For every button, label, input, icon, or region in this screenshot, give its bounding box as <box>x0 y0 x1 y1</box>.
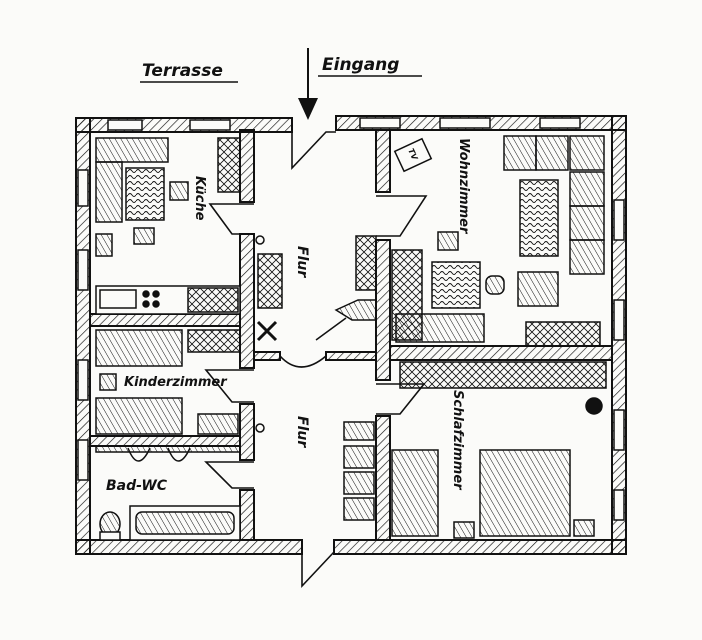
interior-walls <box>89 129 613 541</box>
schlafzimmer-furniture <box>343 361 607 539</box>
kinderzimmer-furniture <box>95 329 241 435</box>
eingang-label: Eingang <box>322 55 399 75</box>
kinderzimmer-label: Kinderzimmer <box>124 375 228 390</box>
kitchen-furniture <box>95 137 241 315</box>
flur-top-label: Flur <box>294 246 310 278</box>
doors <box>204 120 428 589</box>
window-marks <box>77 117 625 521</box>
bad-wc-label: Bad-WC <box>106 478 168 494</box>
hallway-furniture <box>255 235 377 433</box>
flur-bottom-label: Flur <box>294 416 310 448</box>
entrance-arrow <box>298 48 318 120</box>
heading-labels: Terrasse Eingang <box>140 55 422 83</box>
bathroom-fixtures <box>95 445 241 541</box>
kueche-label: Küche <box>192 176 207 221</box>
terrasse-label: Terrasse <box>142 61 223 81</box>
wohnzimmer-label: Wohnzimmer <box>456 138 471 235</box>
wohnzimmer-furniture <box>391 135 605 347</box>
schlafzimmer-label: Schlafzimmer <box>450 390 465 491</box>
